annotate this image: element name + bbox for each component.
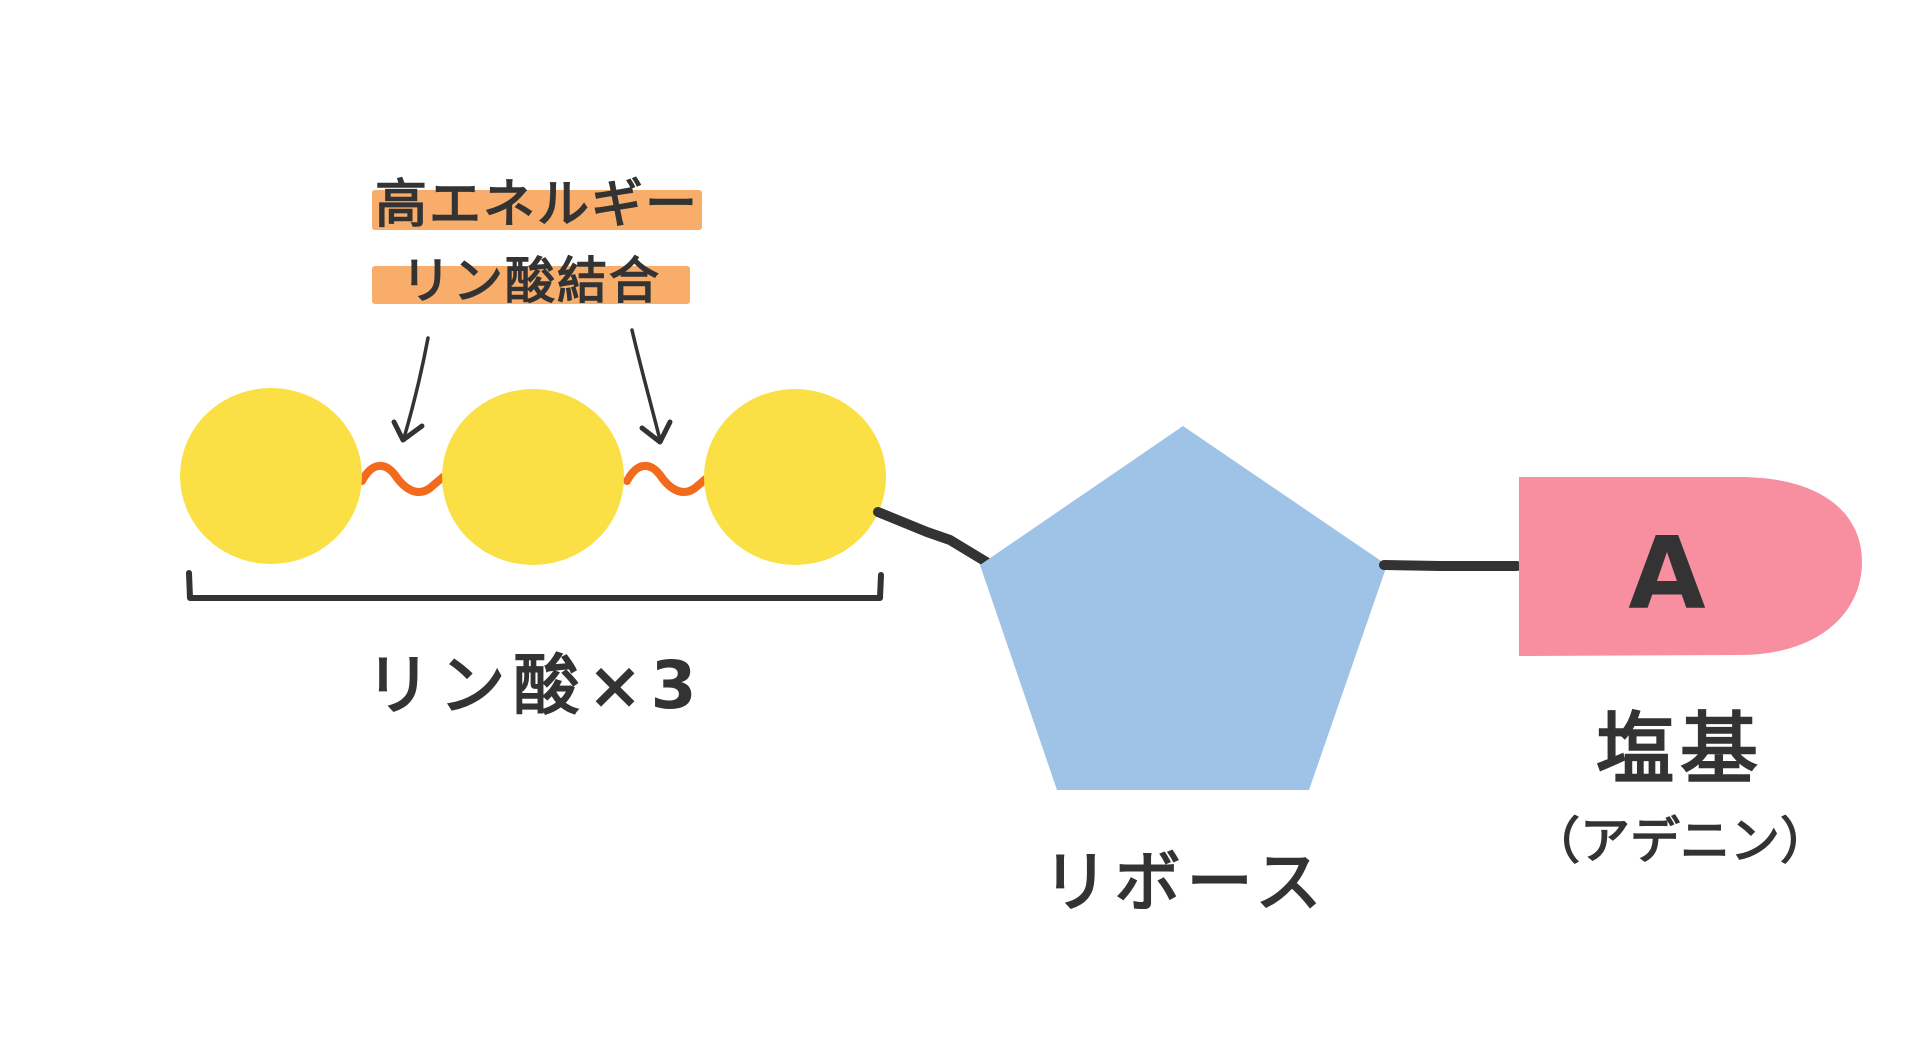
high-energy-label-line1: 高エネルギー bbox=[375, 175, 699, 235]
phosphate-circle-1 bbox=[180, 388, 362, 564]
ribose-label: リボース bbox=[1043, 844, 1328, 921]
arrow-to-bond-1 bbox=[391, 336, 430, 443]
highlight-bar-2 bbox=[372, 266, 690, 304]
high-energy-bond-1 bbox=[358, 462, 447, 496]
base-sub-label: （アデニン） bbox=[1530, 812, 1830, 870]
bond-ribose-base bbox=[1379, 560, 1522, 571]
ribose-pentagon bbox=[980, 426, 1387, 790]
highlight-bar-1 bbox=[372, 190, 702, 230]
high-energy-bond-2 bbox=[623, 462, 712, 496]
high-energy-label-line2: リン酸結合 bbox=[401, 252, 661, 310]
bond-phosphate-ribose bbox=[873, 507, 993, 568]
phosphate-bracket bbox=[186, 570, 884, 601]
arrow-to-bond-2 bbox=[630, 328, 673, 445]
base-letter: A bbox=[1628, 515, 1705, 632]
phosphate-count-label: リン酸×3 bbox=[365, 647, 704, 724]
phosphate-circle-2 bbox=[442, 389, 624, 565]
phosphate-circle-3 bbox=[704, 389, 886, 565]
base-shape bbox=[1519, 477, 1862, 656]
base-label: 塩基 bbox=[1596, 705, 1764, 795]
